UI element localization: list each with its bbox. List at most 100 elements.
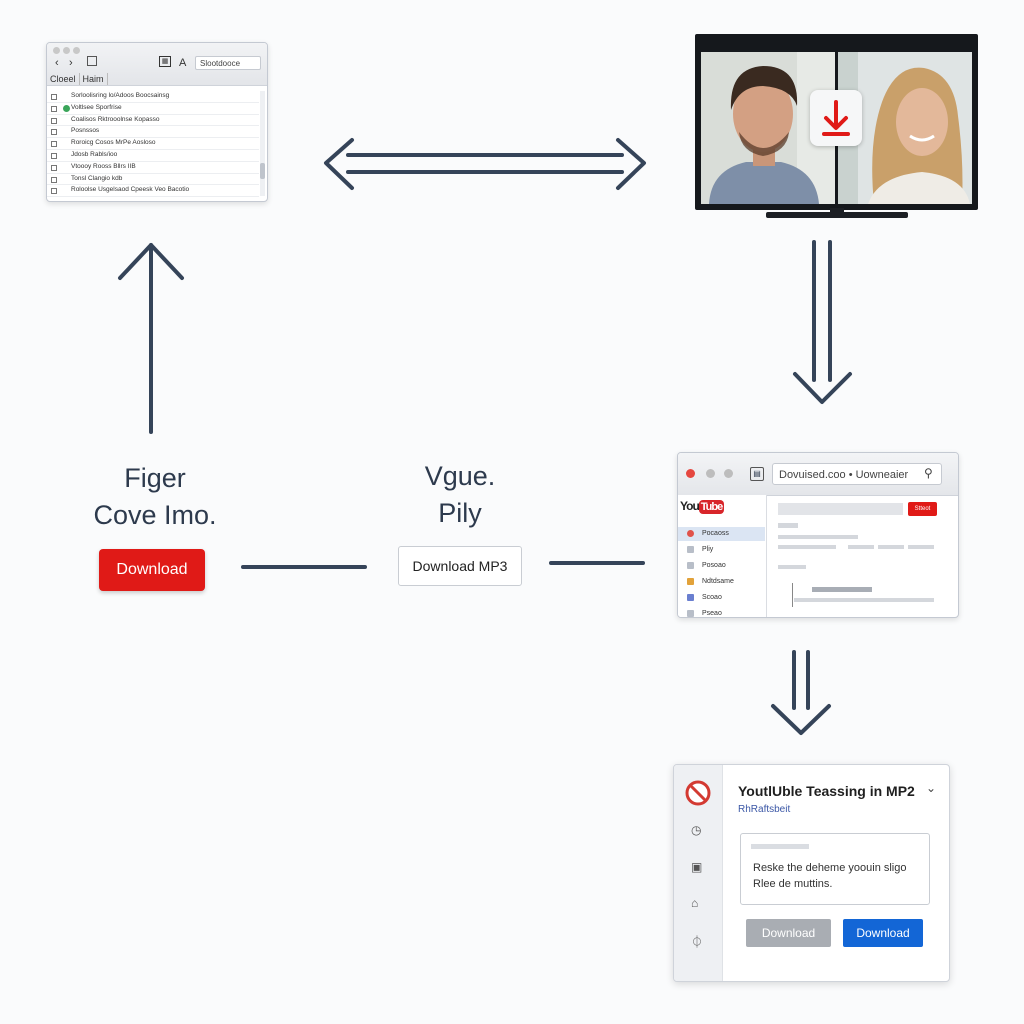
file-list: Sorloolisring lo/Adoos Boocsainsg Voltls… bbox=[47, 91, 259, 198]
back-icon[interactable]: ‹ bbox=[55, 57, 59, 69]
home-icon[interactable]: ⌂ bbox=[691, 896, 699, 910]
settings-icon bbox=[687, 610, 694, 617]
sidebar-item[interactable]: Scoao bbox=[678, 591, 765, 605]
checkbox[interactable] bbox=[51, 129, 57, 136]
placeholder-bar bbox=[878, 545, 904, 549]
settings-icon[interactable]: ⏀ bbox=[691, 935, 704, 949]
down-arrow-dialog bbox=[771, 650, 831, 735]
font-icon[interactable]: A bbox=[179, 57, 187, 69]
file-row[interactable]: Posnssos bbox=[47, 126, 259, 139]
file-row[interactable]: Voltlsee Sporfrise bbox=[47, 103, 259, 115]
grid-icon[interactable]: ▦ bbox=[159, 56, 171, 67]
tv-neck bbox=[830, 208, 844, 214]
window-maximize-dot[interactable] bbox=[73, 47, 80, 54]
play-icon bbox=[687, 546, 694, 553]
left-caption-line1: Figer bbox=[124, 463, 186, 493]
window-maximize-dot[interactable] bbox=[724, 469, 733, 478]
window-close-dot[interactable] bbox=[53, 47, 60, 54]
sidebar-item[interactable]: Pliy bbox=[678, 543, 765, 557]
download-mp3-button[interactable]: Download MP3 bbox=[398, 546, 522, 586]
placeholder-bar bbox=[848, 545, 874, 549]
folder-icon bbox=[687, 578, 694, 585]
home-icon bbox=[687, 530, 694, 537]
window-minimize-dot[interactable] bbox=[706, 469, 715, 478]
download-arrow-icon bbox=[822, 100, 850, 136]
dialog-message-box: Reske the deheme yoouin sligo Rlee de mu… bbox=[740, 833, 930, 905]
checkbox[interactable] bbox=[51, 117, 57, 124]
dialog-title: YoutlUble Teassing in MP2 bbox=[738, 783, 915, 799]
window-minimize-dot[interactable] bbox=[63, 47, 70, 54]
history-icon bbox=[687, 594, 694, 601]
file-tab[interactable]: Cloeel bbox=[47, 73, 80, 85]
file-row[interactable]: Tonsl Clangio kdb bbox=[47, 174, 259, 186]
window-icon[interactable] bbox=[87, 56, 97, 66]
sidebar-item[interactable]: Pocaoss bbox=[678, 527, 765, 541]
dialog-primary-download-button[interactable]: Download bbox=[843, 919, 923, 947]
middle-caption: Vgue. Pily bbox=[380, 458, 540, 532]
middle-caption-line1: Vgue. bbox=[424, 461, 496, 491]
library-icon bbox=[687, 562, 694, 569]
subscribe-button[interactable]: Stteot bbox=[908, 502, 937, 516]
bidirectional-arrow bbox=[324, 138, 646, 190]
file-row[interactable]: Sorloolisring lo/Adoos Boocsainsg bbox=[47, 91, 259, 103]
dialog-subtitle[interactable]: RhRaftsbeit bbox=[738, 804, 791, 815]
dialog-rail: ◷ ▣ ⌂ ⏀ bbox=[674, 765, 723, 981]
placeholder-bar bbox=[908, 545, 934, 549]
search-icon[interactable]: ⚲ bbox=[924, 466, 933, 480]
clock-icon[interactable]: ◷ bbox=[691, 823, 702, 837]
checkbox[interactable] bbox=[51, 141, 57, 148]
file-row[interactable]: Roroicg Cosos MrPe Aosloso bbox=[47, 138, 259, 150]
placeholder-bar bbox=[778, 523, 798, 528]
tv-stand bbox=[766, 212, 908, 218]
placeholder-divider bbox=[792, 583, 793, 607]
placeholder-bar bbox=[778, 503, 903, 515]
placeholder-bar bbox=[751, 844, 809, 849]
file-row[interactable]: Roloolse Usgelsaod Cpeesk Veo Bacotio bbox=[47, 185, 259, 198]
forward-icon[interactable]: › bbox=[69, 57, 73, 69]
browser-titlebar: ▤ Dovuised.coo • Uowneaier ⚲ bbox=[678, 453, 958, 496]
left-caption: Figer Cove Imo. bbox=[60, 460, 250, 534]
file-address-bar[interactable]: Slootdooce bbox=[195, 56, 261, 70]
placeholder-bar bbox=[812, 587, 872, 592]
checkbox[interactable] bbox=[51, 188, 57, 195]
dialog-secondary-download-button[interactable]: Download bbox=[746, 919, 831, 947]
scrollbar[interactable] bbox=[260, 91, 265, 196]
download-button[interactable]: Download bbox=[99, 549, 205, 591]
file-row[interactable]: Jdosb Rabls/ioo bbox=[47, 150, 259, 162]
placeholder-bar bbox=[778, 545, 836, 549]
middle-caption-line2: Pily bbox=[438, 498, 482, 528]
checkbox[interactable] bbox=[51, 152, 57, 159]
browser-address-bar[interactable]: Dovuised.coo • Uowneaier bbox=[772, 463, 942, 485]
grid-icon[interactable]: ▣ bbox=[691, 860, 703, 874]
up-arrow bbox=[118, 243, 184, 434]
down-arrow-tv bbox=[793, 240, 852, 404]
placeholder-bar bbox=[794, 598, 934, 602]
video-download-badge[interactable] bbox=[810, 90, 862, 146]
file-row[interactable]: Vtoooy Rooss Bllrs IIB bbox=[47, 162, 259, 174]
sidebar-item[interactable]: Posoao bbox=[678, 559, 765, 573]
checkbox[interactable] bbox=[51, 176, 57, 183]
left-caption-line2: Cove Imo. bbox=[93, 500, 217, 530]
checkbox[interactable] bbox=[51, 105, 57, 112]
file-tab[interactable]: Haim bbox=[80, 73, 108, 85]
tab-icon[interactable]: ▤ bbox=[750, 467, 764, 481]
dialog-message: Reske the deheme yoouin sligo Rlee de mu… bbox=[753, 862, 907, 890]
checkbox[interactable] bbox=[51, 164, 57, 171]
placeholder-bar bbox=[778, 565, 806, 569]
chevron-down-icon[interactable]: ⌄ bbox=[926, 781, 937, 795]
window-close-dot[interactable] bbox=[686, 469, 695, 478]
checkbox[interactable] bbox=[51, 94, 57, 100]
blocked-icon[interactable] bbox=[684, 779, 712, 807]
file-row[interactable]: Coalisos Rktrooolnse Kopasso bbox=[47, 115, 259, 127]
sidebar-item[interactable]: Pseao bbox=[678, 607, 765, 617]
sidebar-item[interactable]: Ndtdsame bbox=[678, 575, 765, 589]
download-dialog: ◷ ▣ ⌂ ⏀ YoutlUble Teassing in MP2 ⌄ RhRa… bbox=[673, 764, 950, 982]
scrollbar-thumb[interactable] bbox=[260, 163, 265, 179]
placeholder-bar bbox=[778, 535, 858, 539]
